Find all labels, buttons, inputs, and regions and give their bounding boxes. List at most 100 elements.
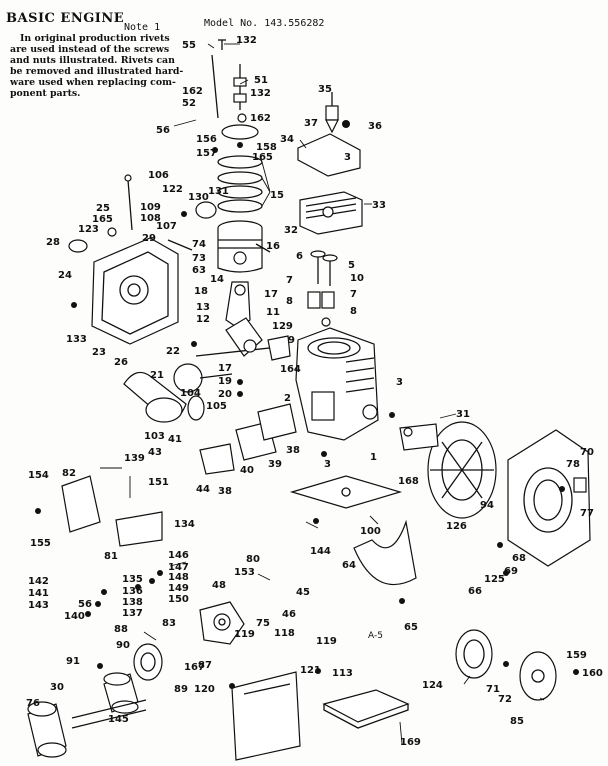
callout-121: 121 <box>300 665 321 676</box>
callout-91: 91 <box>66 656 80 667</box>
callout-56a: 56 <box>156 125 170 136</box>
callout-125: 125 <box>484 574 505 585</box>
note-line-1: In original production rivets <box>20 33 170 44</box>
callout-165a: 165 <box>252 152 273 163</box>
baffle-64 <box>353 519 417 586</box>
callout-106: 106 <box>148 170 169 181</box>
callout-19: 19 <box>218 376 232 387</box>
callout-155: 155 <box>30 538 51 549</box>
carburetor-stud-assembly <box>211 54 247 123</box>
callout-168: 168 <box>398 476 419 487</box>
callout-44: 44 <box>196 484 210 495</box>
diagram-title: BASIC ENGINE <box>6 11 124 26</box>
callout-43: 43 <box>148 447 162 458</box>
oil-fill-parts <box>68 174 133 253</box>
callout-31: 31 <box>456 409 470 420</box>
callout-124: 124 <box>422 680 443 691</box>
callout-40: 40 <box>240 465 254 476</box>
muffler <box>123 371 205 423</box>
intake-gaskets <box>199 403 297 475</box>
callout-164: 164 <box>280 364 301 375</box>
callout-120: 120 <box>194 684 215 695</box>
callout-8a: 8 <box>286 296 293 307</box>
callout-142: 142 <box>28 576 49 587</box>
callout-3c: 3 <box>324 459 331 470</box>
connecting-rod <box>225 281 251 329</box>
screw-132-top <box>218 39 226 50</box>
callout-36: 36 <box>368 121 382 132</box>
callout-18: 18 <box>194 286 208 297</box>
head-cover-34 <box>297 133 361 177</box>
callout-162b: 162 <box>250 113 271 124</box>
callout-20: 20 <box>218 389 232 400</box>
callout-143: 143 <box>28 600 49 611</box>
callout-146: 146 <box>168 550 189 561</box>
callout-65: 65 <box>404 622 418 633</box>
callout-131: 131 <box>208 186 229 197</box>
callout-14: 14 <box>210 274 224 285</box>
production-note: In original production rivets are used i… <box>9 33 183 99</box>
callout-77: 77 <box>580 508 594 519</box>
callout-150: 150 <box>168 594 189 605</box>
control-bracket <box>115 511 163 547</box>
callout-17b: 17 <box>218 363 232 374</box>
piston <box>217 220 271 273</box>
callout-132a: 132 <box>236 35 257 46</box>
note-line-5: ware used when replacing com- <box>9 77 176 88</box>
callout-169: 169 <box>400 737 421 748</box>
note-line-6: ponent parts. <box>10 88 80 99</box>
flywheel <box>427 421 497 519</box>
callout-11: 11 <box>266 307 280 318</box>
blower-housing <box>507 429 591 567</box>
callout-136: 136 <box>122 586 143 597</box>
callout-138: 138 <box>122 597 143 608</box>
callout-75: 75 <box>256 618 270 629</box>
callout-137: 137 <box>122 608 143 619</box>
callout-63: 63 <box>192 265 206 276</box>
leader-lines <box>100 43 545 745</box>
callout-69: 69 <box>504 566 518 577</box>
callout-24: 24 <box>58 270 72 281</box>
callout-165b: 165 <box>92 214 113 225</box>
callout-83: 83 <box>162 618 176 629</box>
crankcase-cover <box>91 237 179 345</box>
callout-38b: 38 <box>218 486 232 497</box>
note-line-4: be removed and illustrated hard- <box>10 66 183 77</box>
callout-118: 118 <box>274 628 295 639</box>
governor-gear <box>167 201 217 251</box>
air-cleaner-body <box>133 643 163 681</box>
callout-107: 107 <box>156 221 177 232</box>
callout-12: 12 <box>196 314 210 325</box>
callout-88: 88 <box>114 624 128 635</box>
callout-26: 26 <box>114 357 128 368</box>
callout-141: 141 <box>28 588 49 599</box>
small-hardware <box>35 302 579 689</box>
air-cleaner-element <box>27 701 67 758</box>
callout-9: 9 <box>288 335 295 346</box>
callout-68: 68 <box>512 553 526 564</box>
callout-105: 105 <box>206 401 227 412</box>
callout-151: 151 <box>148 477 169 488</box>
callout-139: 139 <box>124 453 145 464</box>
callout-100: 100 <box>360 526 381 537</box>
callout-15: 15 <box>270 190 284 201</box>
note-line-2: are used instead of the screws <box>10 44 169 55</box>
callout-104: 104 <box>180 388 201 399</box>
callout-73: 73 <box>192 253 206 264</box>
callout-3a: 3 <box>344 152 351 163</box>
callout-28: 28 <box>46 237 60 248</box>
breather-tube-145 <box>71 699 147 729</box>
callout-32: 32 <box>284 225 298 236</box>
callout-162a: 162 <box>182 86 203 97</box>
crankshaft <box>195 317 291 361</box>
callout-labels: 132 55 51 162 132 52 162 56 156 158 157 … <box>26 35 603 748</box>
callout-74: 74 <box>192 239 206 250</box>
engine-block <box>295 327 379 441</box>
callout-10: 10 <box>350 273 364 284</box>
callout-48: 48 <box>212 580 226 591</box>
callout-23: 23 <box>92 347 106 358</box>
filter-pad <box>322 689 410 729</box>
valve-assembly <box>307 250 338 327</box>
callout-158: 158 <box>256 142 277 153</box>
